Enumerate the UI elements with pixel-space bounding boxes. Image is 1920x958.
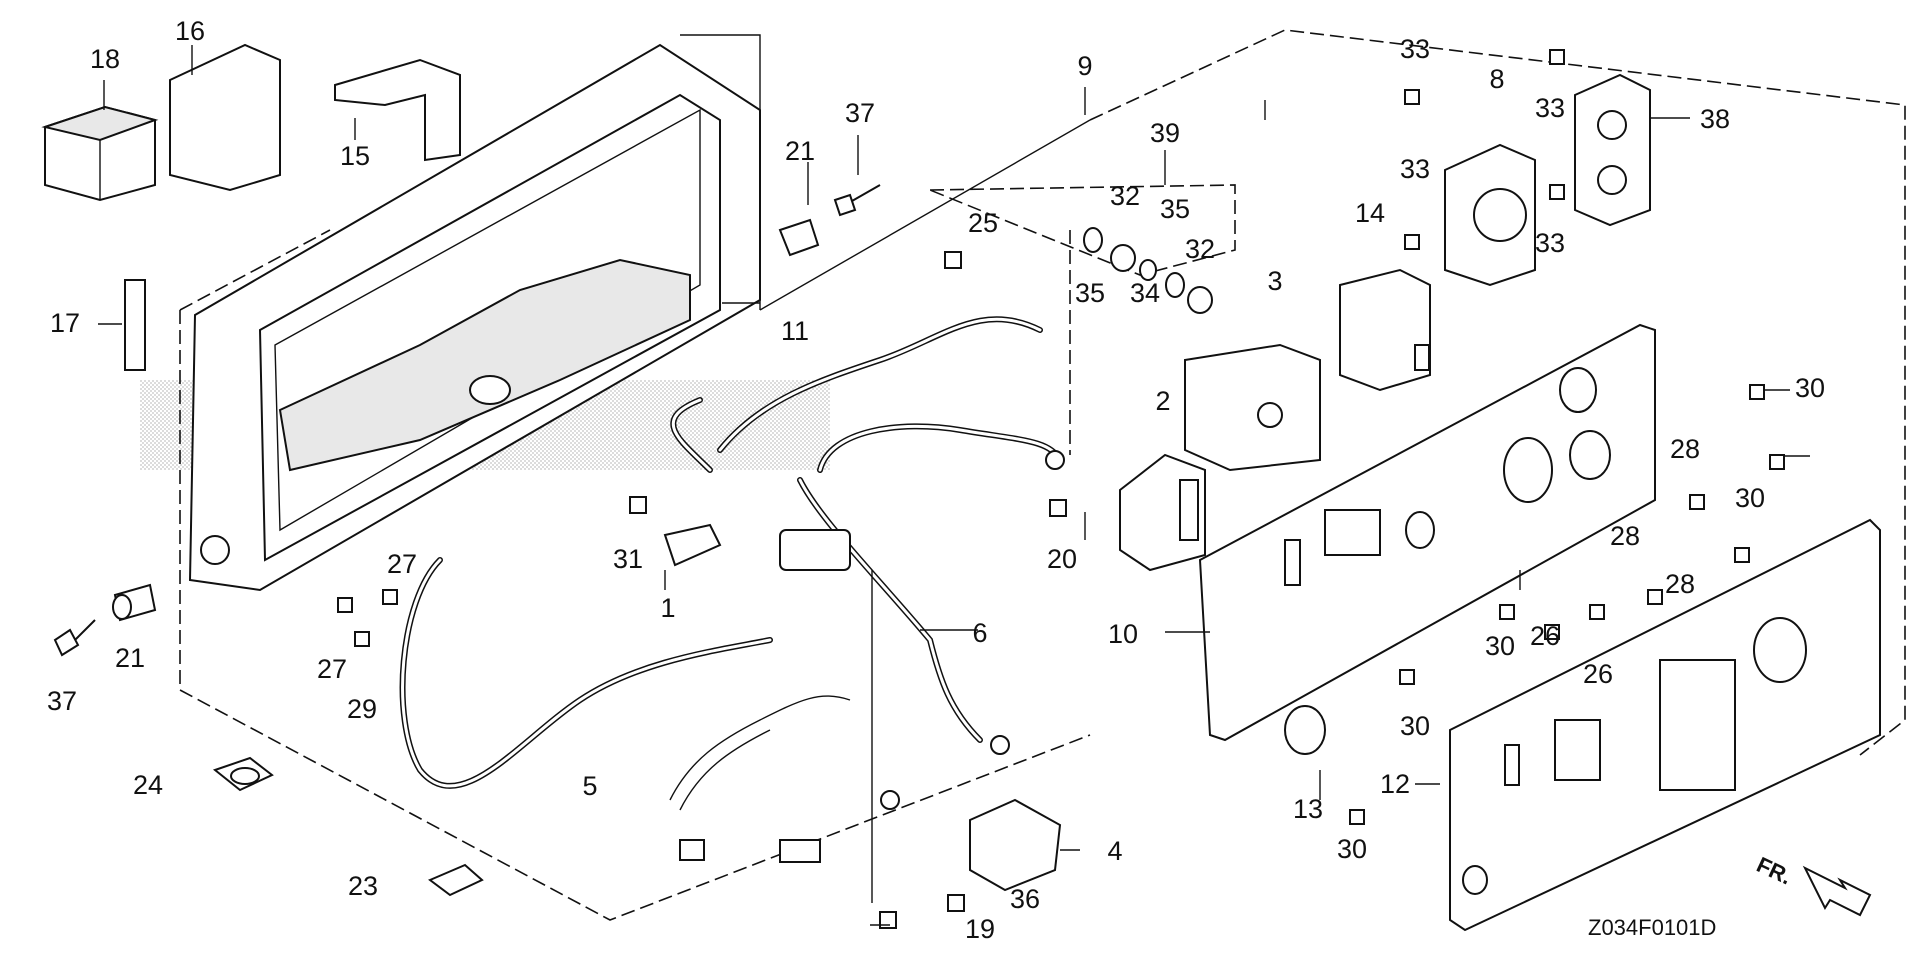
callout-15: 15 xyxy=(340,141,370,171)
callout-10: 10 xyxy=(1108,619,1138,649)
callout-33: 33 xyxy=(1400,154,1430,184)
callout-39: 39 xyxy=(1150,118,1180,148)
callout-30: 30 xyxy=(1795,373,1825,403)
front-frame xyxy=(188,43,761,592)
callout-32: 32 xyxy=(1110,181,1140,211)
leader-lines xyxy=(98,45,1810,926)
assembly-outlines xyxy=(179,29,1906,921)
callout-28: 28 xyxy=(1610,521,1640,551)
callout-33: 33 xyxy=(1400,34,1430,64)
callout-26: 26 xyxy=(1583,659,1613,689)
callout-1: 1 xyxy=(660,593,675,623)
callout-labels: 1234568910111213141516171819202121232425… xyxy=(47,16,1825,944)
fr-label: FR. xyxy=(1753,852,1796,890)
seal-pads xyxy=(41,43,461,371)
left-fasteners xyxy=(53,583,157,657)
callout-20: 20 xyxy=(1047,544,1077,574)
callout-31: 31 xyxy=(613,544,643,574)
callout-30: 30 xyxy=(1337,834,1367,864)
callout-30: 30 xyxy=(1485,631,1515,661)
callout-12: 12 xyxy=(1380,769,1410,799)
callout-13: 13 xyxy=(1293,794,1323,824)
callout-16: 16 xyxy=(175,16,205,46)
callout-24: 24 xyxy=(133,770,163,800)
washers-nuts xyxy=(1083,227,1213,314)
callout-30: 30 xyxy=(1400,711,1430,741)
callout-5: 5 xyxy=(582,771,597,801)
clamp xyxy=(629,496,722,567)
callout-6: 6 xyxy=(972,618,987,648)
diagram-code: Z034F0101D xyxy=(1588,915,1716,940)
callout-33: 33 xyxy=(1535,93,1565,123)
callout-37: 37 xyxy=(47,686,77,716)
grommets xyxy=(212,756,484,897)
callout-33: 33 xyxy=(1535,228,1565,258)
callout-29: 29 xyxy=(347,694,377,724)
callout-19: 19 xyxy=(965,914,995,944)
callout-14: 14 xyxy=(1355,198,1385,228)
switches xyxy=(1119,268,1431,572)
callout-27: 27 xyxy=(317,654,347,684)
front-direction-arrow: FR. xyxy=(1753,852,1872,917)
callout-27: 27 xyxy=(387,549,417,579)
callout-35: 35 xyxy=(1075,278,1105,308)
callout-37: 37 xyxy=(845,98,875,128)
callout-21: 21 xyxy=(785,136,815,166)
callout-2: 2 xyxy=(1155,386,1170,416)
callout-17: 17 xyxy=(50,308,80,338)
callout-28: 28 xyxy=(1665,569,1695,599)
upper-fasteners xyxy=(778,184,881,257)
callout-28: 28 xyxy=(1670,434,1700,464)
callout-11: 11 xyxy=(781,316,809,346)
callout-26: 26 xyxy=(1530,621,1560,651)
callout-9: 9 xyxy=(1077,51,1092,81)
callout-3: 3 xyxy=(1267,266,1282,296)
callout-36: 36 xyxy=(1010,884,1040,914)
callout-32: 32 xyxy=(1185,234,1215,264)
knob-and-regulator xyxy=(879,705,1326,929)
panel-bolts xyxy=(944,251,1785,825)
callout-21: 21 xyxy=(115,643,145,673)
small-bolts xyxy=(337,589,398,647)
callout-23: 23 xyxy=(348,871,378,901)
callout-25: 25 xyxy=(968,208,998,238)
callout-8: 8 xyxy=(1489,64,1504,94)
callout-30: 30 xyxy=(1735,483,1765,513)
callout-38: 38 xyxy=(1700,104,1730,134)
callout-4: 4 xyxy=(1107,836,1122,866)
callout-34: 34 xyxy=(1130,278,1160,308)
wire-harness xyxy=(399,316,1065,863)
receptacles xyxy=(1404,49,1651,287)
callout-18: 18 xyxy=(90,44,120,74)
callout-35: 35 xyxy=(1160,194,1190,224)
control-panels xyxy=(1198,323,1881,932)
